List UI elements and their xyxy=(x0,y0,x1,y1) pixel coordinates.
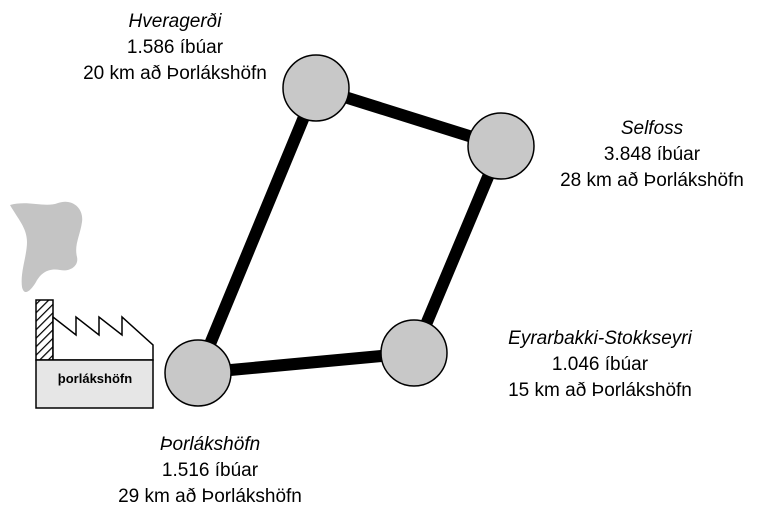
town-population: 1.516 íbúar xyxy=(161,460,259,481)
node-selfoss xyxy=(467,112,535,180)
town-population: 3.848 íbúar xyxy=(603,144,701,165)
edge-eyrarbakki-thorlakshofn xyxy=(197,347,415,379)
town-name: Hveragerði xyxy=(128,11,222,32)
town-distance: 29 km að Þorlákshöfn xyxy=(118,486,302,507)
town-label-hveragerdi: Hveragerði 1.586 íbúar 20 km að Þorláksh… xyxy=(40,9,310,87)
town-label-thorlakshofn: Þorlákshöfn 1.516 íbúar 29 km að Þorláks… xyxy=(75,432,345,510)
node-thorlakshofn xyxy=(164,339,232,407)
town-name: Eyrarbakki-Stokkseyri xyxy=(508,328,692,349)
factory-label: þorlákshöfn xyxy=(57,371,133,386)
sawtooth-roof xyxy=(52,315,154,361)
chimney xyxy=(35,299,54,361)
node-eyrarbakki xyxy=(380,319,448,387)
edge-selfoss-eyrarbakki xyxy=(408,143,507,356)
edge-hveragerdi-thorlakshofn xyxy=(192,85,322,376)
smoke-cloud xyxy=(10,201,83,293)
factory-building xyxy=(35,359,154,409)
town-label-selfoss: Selfoss 3.848 íbúar 28 km að Þorlákshöfn xyxy=(527,116,777,194)
town-nodes xyxy=(164,54,535,407)
town-distance: 15 km að Þorlákshöfn xyxy=(508,380,692,401)
node-hveragerdi xyxy=(282,54,350,122)
town-distance: 28 km að Þorlákshöfn xyxy=(560,170,744,191)
town-name: Þorlákshöfn xyxy=(159,434,261,455)
town-label-eyrarbakki: Eyrarbakki-Stokkseyri 1.046 íbúar 15 km … xyxy=(455,326,745,404)
town-name: Selfoss xyxy=(620,118,684,139)
town-population: 1.586 íbúar xyxy=(126,37,224,58)
town-distance: 20 km að Þorlákshöfn xyxy=(83,63,267,84)
town-population: 1.046 íbúar xyxy=(551,354,649,375)
factory-icon xyxy=(35,299,154,409)
